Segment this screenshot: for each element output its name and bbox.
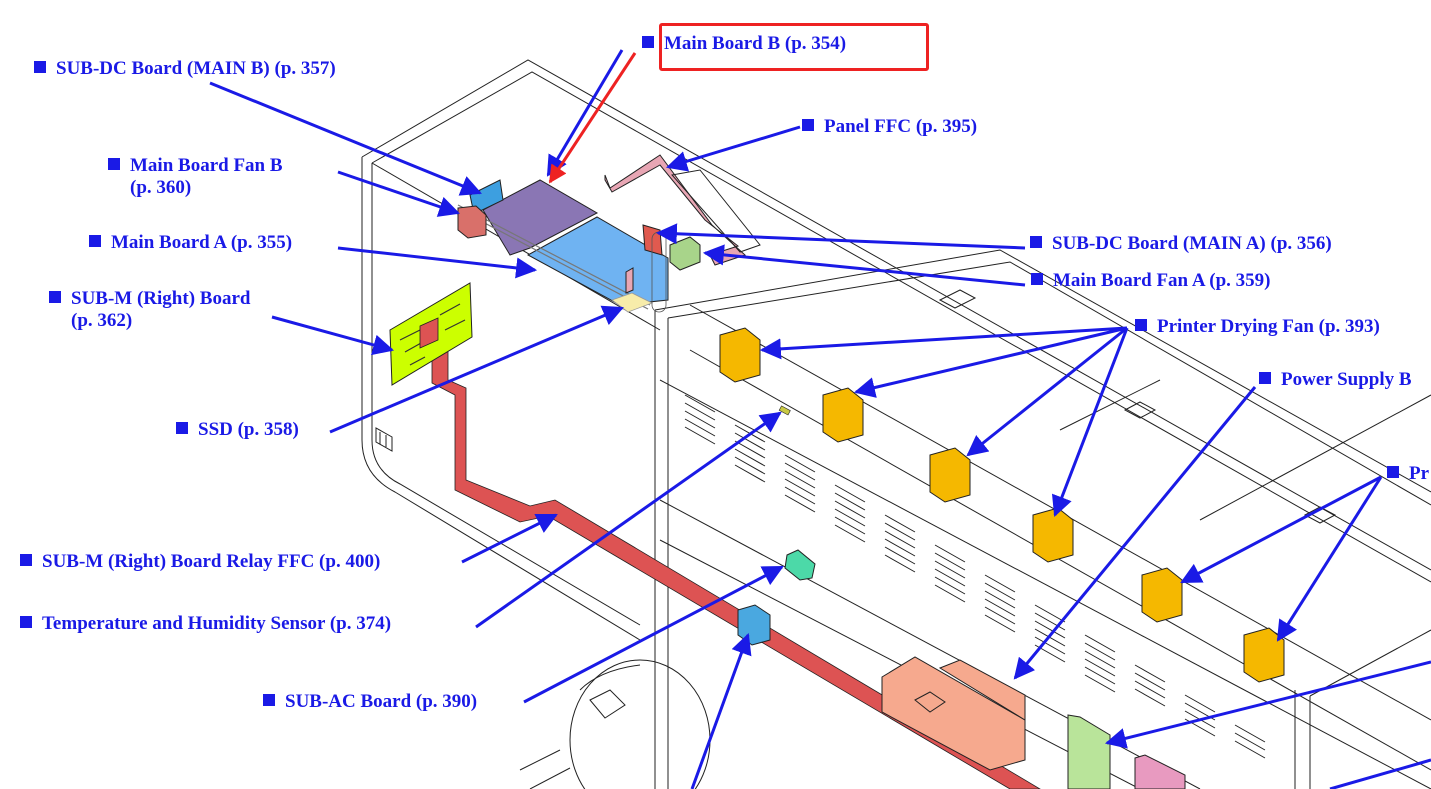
label-sub-dc-board-main-b[interactable]: SUB-DC Board (MAIN B) (p. 357) xyxy=(34,58,336,80)
sub-m-relay-ffc-part xyxy=(431,336,1041,789)
label-main-board-fan-b[interactable]: Main Board Fan B (p. 360) xyxy=(108,155,283,199)
bullet-icon xyxy=(49,291,61,303)
bullet-icon xyxy=(1387,466,1399,478)
label-page-ref: (p. 362) xyxy=(71,310,133,331)
label-text: Temperature and Humidity Sensor (p. 374) xyxy=(42,613,392,634)
label-main-board-fan-a[interactable]: Main Board Fan A (p. 359) xyxy=(1031,270,1270,292)
label-temp-humidity-sensor[interactable]: Temperature and Humidity Sensor (p. 374) xyxy=(20,613,391,635)
green-connector-part xyxy=(784,549,816,581)
label-text: SUB-DC Board (MAIN B) (p. 357) xyxy=(56,58,336,79)
sub-ac-fan-part xyxy=(737,604,771,646)
label-text: SUB-DC Board (MAIN A) (p. 356) xyxy=(1052,233,1332,254)
bullet-icon xyxy=(20,554,32,566)
label-page-ref: (p. 360) xyxy=(130,177,192,198)
temp-humidity-sensor-part xyxy=(778,405,791,416)
label-text: Panel FFC (p. 395) xyxy=(824,116,978,137)
highlight-box xyxy=(659,23,929,71)
bullet-icon xyxy=(89,235,101,247)
label-sub-ac-board[interactable]: SUB-AC Board (p. 390) xyxy=(263,691,477,713)
printer-drying-fans-part xyxy=(719,327,1285,683)
label-text: Pr xyxy=(1409,463,1430,484)
bullet-icon xyxy=(642,36,654,48)
bullet-icon xyxy=(1259,372,1271,384)
power-supply-part xyxy=(881,656,1026,771)
label-sub-m-relay-ffc[interactable]: SUB-M (Right) Board Relay FFC (p. 400) xyxy=(20,551,380,573)
label-main-board-a[interactable]: Main Board A (p. 355) xyxy=(89,232,292,254)
highlight-arrow xyxy=(548,52,637,184)
label-ssd[interactable]: SSD (p. 358) xyxy=(176,419,299,441)
sub-dc-board-main-a-part xyxy=(642,224,663,256)
label-panel-ffc[interactable]: Panel FFC (p. 395) xyxy=(802,116,977,138)
label-main-board-b[interactable]: Main Board B (p. 354) xyxy=(642,33,846,55)
bullet-icon xyxy=(1031,273,1043,285)
bullet-icon xyxy=(176,422,188,434)
main-board-fan-a-part xyxy=(669,236,701,271)
green-board-part xyxy=(1067,714,1111,789)
label-text: SSD (p. 358) xyxy=(198,419,299,440)
main-board-b-part xyxy=(482,179,599,256)
label-sub-m-right-board[interactable]: SUB-M (Right) Board (p. 362) xyxy=(49,288,250,332)
label-text: SUB-AC Board (p. 390) xyxy=(285,691,478,712)
sub-m-right-board-part xyxy=(389,282,473,386)
callout-leaders xyxy=(209,49,1431,789)
label-power-supply[interactable]: Power Supply B xyxy=(1259,369,1412,391)
main-board-fan-b-part xyxy=(457,205,487,239)
bullet-icon xyxy=(263,694,275,706)
label-text: Main Board Fan B xyxy=(130,155,283,176)
label-text: Main Board Fan A (p. 359) xyxy=(1053,270,1271,291)
bullet-icon xyxy=(20,616,32,628)
bullet-icon xyxy=(1030,236,1042,248)
label-printer-drying-fan[interactable]: Printer Drying Fan (p. 393) xyxy=(1135,316,1380,338)
label-text: Main Board B (p. 354) xyxy=(664,33,847,54)
bullet-icon xyxy=(1135,319,1147,331)
bullet-icon xyxy=(802,119,814,131)
bullet-icon xyxy=(108,158,120,170)
label-truncated-pr[interactable]: Pr xyxy=(1387,463,1429,485)
label-text: Printer Drying Fan (p. 393) xyxy=(1157,316,1380,337)
label-text: Main Board A (p. 355) xyxy=(111,232,293,253)
pink-board-part xyxy=(1134,754,1186,789)
label-text: Power Supply B xyxy=(1281,369,1412,390)
label-text: SUB-M (Right) Board xyxy=(71,288,251,309)
label-text: SUB-M (Right) Board Relay FFC (p. 400) xyxy=(42,551,381,572)
bullet-icon xyxy=(34,61,46,73)
label-sub-dc-board-main-a[interactable]: SUB-DC Board (MAIN A) (p. 356) xyxy=(1030,233,1332,255)
